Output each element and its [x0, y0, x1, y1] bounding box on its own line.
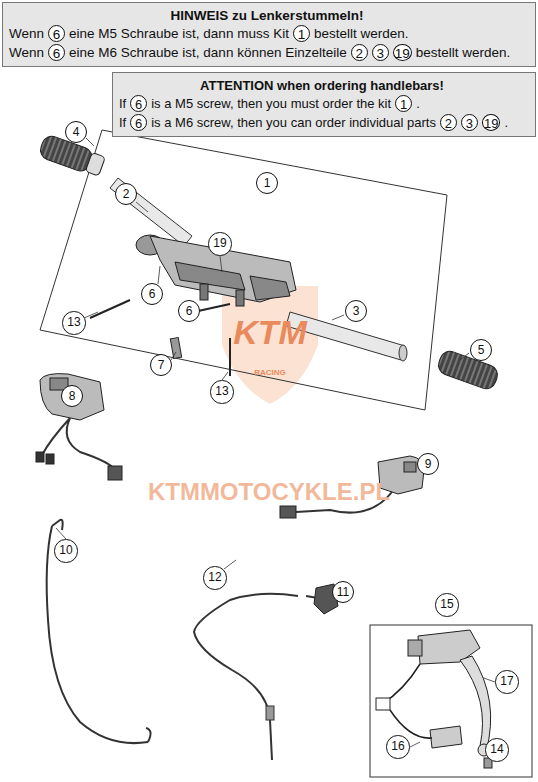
- callout-number: 6: [130, 114, 147, 131]
- callout-number: 4: [65, 121, 87, 143]
- note-line: Wenn 6 eine M5 Schraube ist, dann muss Kit…: [9, 25, 529, 42]
- note-box: HINWEIS zu Lenkerstummeln! Wenn 6 eine M5 S…: [2, 2, 536, 67]
- note-text: If: [119, 115, 126, 130]
- callout-number: 3: [372, 44, 389, 61]
- handlebar-tubes: [110, 178, 407, 361]
- note-text: If: [119, 96, 126, 111]
- switch-left: [36, 374, 122, 480]
- cable-10: [47, 520, 151, 743]
- note-text: ATTENTION when ordering handlebars!: [200, 78, 444, 93]
- watermark-shield: [222, 286, 318, 404]
- note-text: .: [416, 96, 420, 111]
- clamp: [90, 235, 296, 376]
- note-line: If 6 is a M5 screw, then you must order th…: [119, 95, 529, 112]
- callout-number: 2: [440, 114, 457, 131]
- note-box: ATTENTION when ordering handlebars! If 6 is…: [112, 72, 536, 137]
- callout-number: 15: [435, 593, 458, 616]
- callout-number: 11: [332, 581, 354, 603]
- note-text: HINWEIS zu Lenkerstummeln!: [171, 8, 364, 23]
- note-text: eine M6 Schraube ist, dann können Einzel…: [69, 45, 347, 60]
- callout-number: 9: [417, 453, 439, 475]
- callout-number: 16: [386, 735, 409, 758]
- callout-number: 6: [178, 300, 200, 322]
- callout-number: 3: [461, 114, 478, 131]
- note-text: bestellt werden.: [416, 45, 511, 60]
- note-text: Wenn: [9, 26, 44, 41]
- callout-number: 19: [482, 114, 500, 131]
- callout-number: 10: [54, 539, 77, 562]
- callout-number: 7: [150, 354, 172, 376]
- watermark: KTM: [233, 313, 307, 352]
- note-text: is a M5 screw, then you must order the k…: [151, 96, 391, 111]
- note-text: eine M5 Schraube ist, dann muss Kit: [69, 26, 289, 41]
- watermark: RACING: [254, 368, 286, 377]
- callout-number: 1: [395, 95, 412, 112]
- callout-number: 19: [208, 232, 231, 255]
- callout-number: 6: [141, 283, 163, 305]
- callout-number: 6: [130, 95, 147, 112]
- callout-number: 3: [345, 300, 367, 322]
- callout-number: 1: [293, 25, 310, 42]
- watermark: KTMMOTOCYKLE.PL: [148, 478, 390, 506]
- cable-12: [194, 594, 318, 760]
- callout-number: 17: [495, 670, 518, 693]
- leaders: [56, 138, 495, 750]
- kit-frame: [40, 130, 532, 777]
- callout-number: 14: [485, 738, 508, 761]
- callout-number: 1: [256, 172, 278, 194]
- callout-number: 2: [115, 183, 137, 205]
- callout-number: 19: [393, 44, 412, 61]
- callout-number: 2: [351, 44, 368, 61]
- callout-number: 5: [470, 339, 492, 361]
- callout-number: 13: [62, 311, 85, 334]
- note-text: bestellt werden.: [314, 26, 409, 41]
- note-text: .: [504, 115, 508, 130]
- note-line: Wenn 6 eine M6 Schraube ist, dann können E…: [9, 44, 529, 61]
- note-line: If 6 is a M6 screw, then you can order ind…: [119, 114, 529, 131]
- callout-number: 8: [61, 385, 83, 407]
- lever-assembly: [376, 630, 492, 768]
- callout-number: 13: [210, 380, 233, 403]
- note-line: ATTENTION when ordering handlebars!: [119, 78, 529, 93]
- callout-number: 6: [48, 44, 65, 61]
- note-text: Wenn: [9, 45, 44, 60]
- note-text: is a M6 screw, then you can order indivi…: [151, 115, 436, 130]
- note-line: HINWEIS zu Lenkerstummeln!: [9, 8, 529, 23]
- callout-number: 6: [48, 25, 65, 42]
- callout-number: 12: [203, 566, 226, 589]
